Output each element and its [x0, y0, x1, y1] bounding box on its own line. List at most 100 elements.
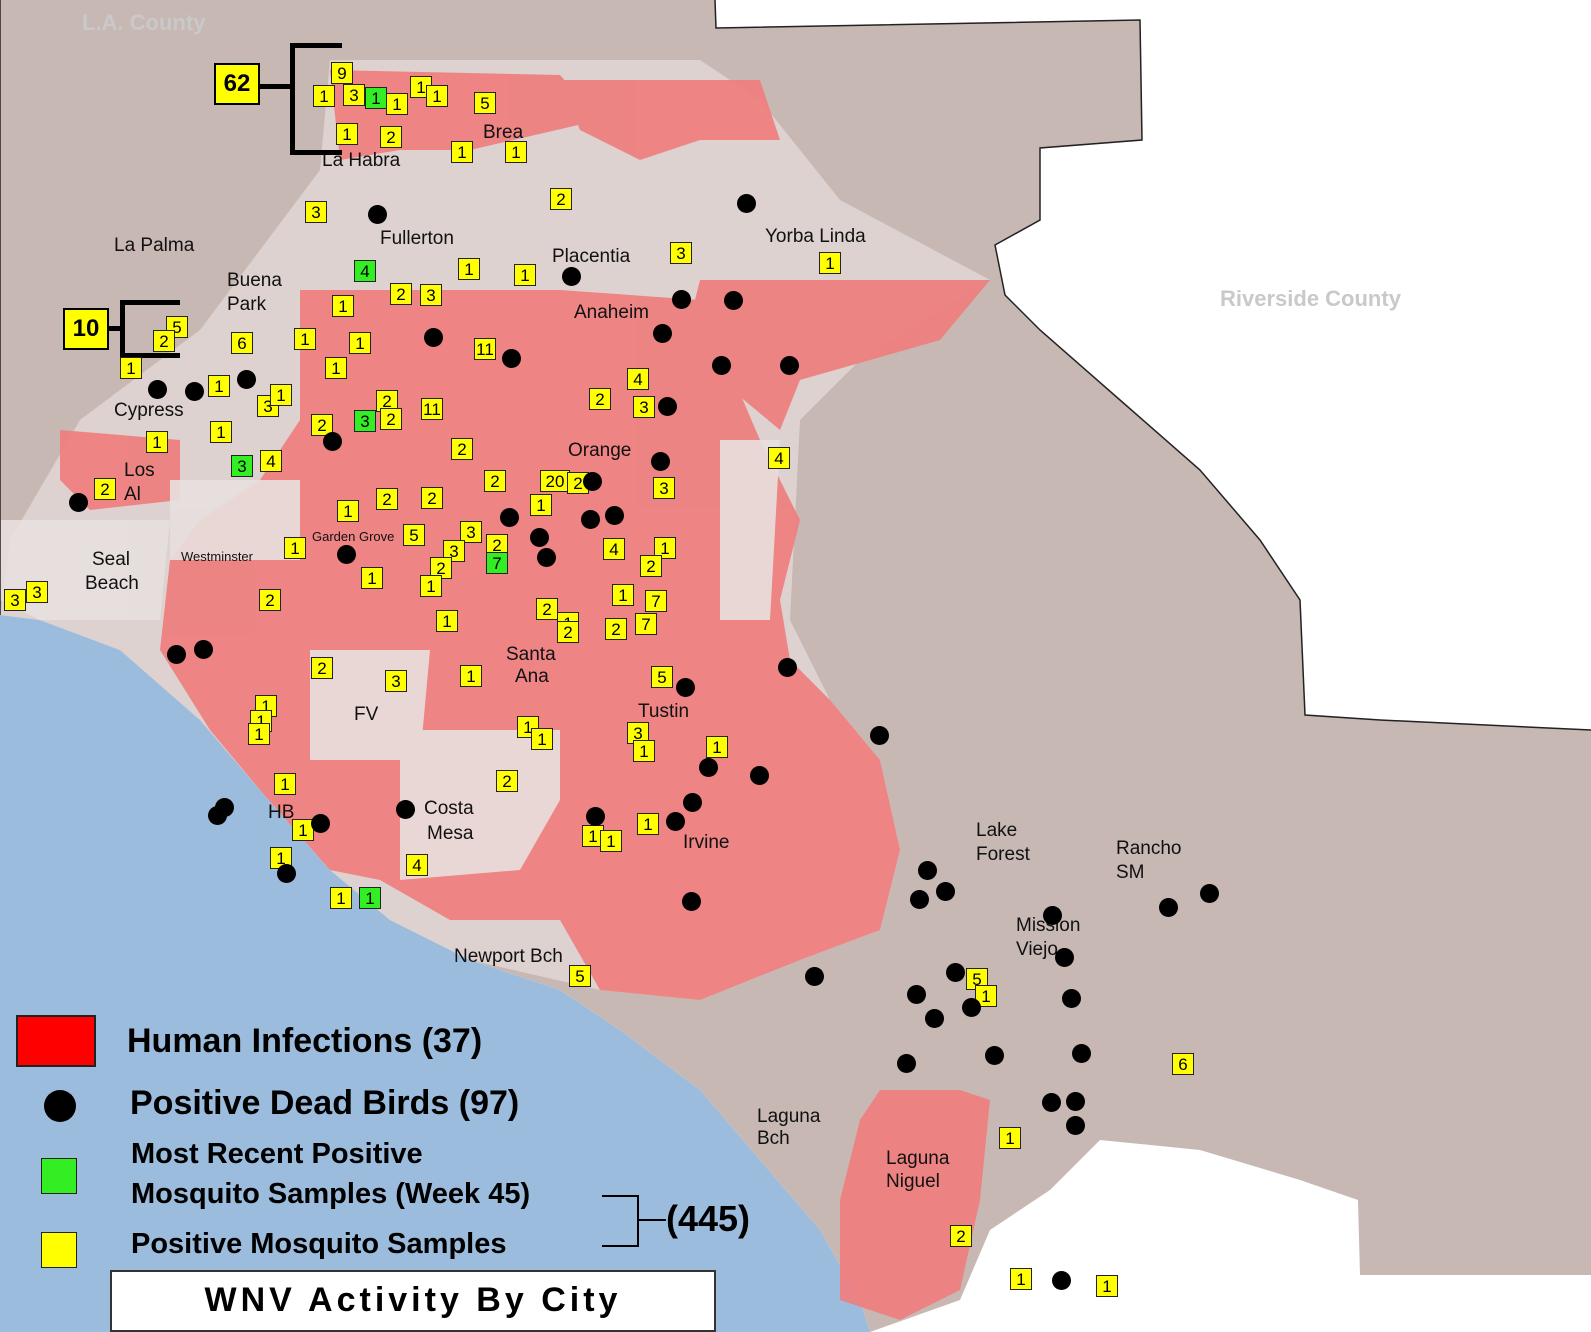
city-label: SM	[1116, 862, 1145, 883]
mosquito-sample: 3	[443, 540, 465, 562]
dead-bird-marker	[530, 528, 549, 547]
dead-bird-marker	[368, 205, 387, 224]
dead-bird-marker	[651, 452, 670, 471]
dead-bird-marker	[805, 967, 824, 986]
legend-positive-swatch	[41, 1232, 77, 1268]
dead-bird-marker	[780, 356, 799, 375]
mosquito-sample: 1	[120, 357, 142, 379]
mosquito-sample: 1	[633, 740, 655, 762]
north-cluster-tick	[260, 84, 292, 89]
mosquito-sample: 2	[550, 188, 572, 210]
city-label: Santa	[506, 644, 556, 665]
city-label: Park	[227, 294, 267, 315]
dead-bird-marker	[1042, 1093, 1061, 1112]
mosquito-sample: 11	[474, 338, 496, 360]
city-label: FV	[354, 704, 379, 725]
city-label: Anaheim	[574, 302, 649, 323]
mosquito-sample: 1	[313, 85, 335, 107]
mosquito-sample: 1	[531, 728, 553, 750]
dead-bird-marker	[1055, 948, 1074, 967]
mosquito-sample: 1	[706, 736, 728, 758]
dead-bird-marker	[311, 814, 330, 833]
city-label: La Habra	[322, 150, 401, 171]
mosquito-sample: 1	[612, 584, 634, 606]
mosquito-sample: 1	[292, 819, 314, 841]
mosquito-sample: 2	[380, 408, 402, 430]
mosquito-sample: 2	[950, 1225, 972, 1247]
city-label: Costa	[424, 798, 474, 819]
mosquito-sample: 1	[460, 665, 482, 687]
mosquito-sample: 1	[210, 421, 232, 443]
mosquito-sample: 1	[294, 328, 316, 350]
mosquito-sample: 5	[474, 92, 496, 114]
legend-recent-line1: Most Recent Positive	[131, 1138, 423, 1170]
dead-bird-marker	[185, 382, 204, 401]
dead-bird-marker	[1066, 1116, 1085, 1135]
city-label: Yorba Linda	[765, 226, 866, 247]
dead-bird-marker	[658, 397, 677, 416]
dead-bird-marker	[194, 640, 213, 659]
mosquito-sample: 1	[284, 537, 306, 559]
dead-bird-marker	[537, 548, 556, 567]
recent-mosquito-sample: 1	[365, 87, 387, 109]
mosquito-sample: 5	[403, 524, 425, 546]
dead-bird-marker	[562, 267, 581, 286]
dead-bird-marker	[69, 493, 88, 512]
city-label: Mission	[1016, 915, 1081, 936]
mosquito-sample: 1	[451, 141, 473, 163]
mosquito-sample: 1	[332, 295, 354, 317]
dead-bird-marker	[936, 882, 955, 901]
dead-bird-marker	[897, 1054, 916, 1073]
city-label: HB	[268, 802, 295, 823]
dead-bird-marker	[672, 290, 691, 309]
dead-bird-marker	[750, 766, 769, 785]
mosquito-sample: 2	[376, 390, 398, 412]
legend-total-bracket	[602, 1195, 666, 1247]
city-label: La Palma	[114, 235, 195, 256]
mosquito-sample: 1	[654, 537, 676, 559]
dead-bird-marker	[910, 890, 929, 909]
dead-bird-marker	[778, 658, 797, 677]
mosquito-sample: 1	[146, 431, 168, 453]
dead-bird-marker	[1062, 989, 1081, 1008]
dead-bird-marker	[586, 807, 605, 826]
mosquito-sample: 2	[640, 555, 662, 577]
mosquito-sample: 2	[311, 657, 333, 679]
city-label: Seal	[92, 549, 131, 570]
city-label: Irvine	[683, 832, 730, 853]
dead-bird-marker	[424, 328, 443, 347]
mosquito-sample: 1	[600, 830, 622, 852]
dead-bird-marker	[502, 349, 521, 368]
dead-bird-marker	[1066, 1092, 1085, 1111]
dead-bird-marker	[237, 370, 256, 389]
mosquito-sample: 2	[390, 283, 412, 305]
legend-birds-label: Positive Dead Birds (97)	[130, 1084, 520, 1122]
city-label: Mesa	[427, 823, 474, 844]
dead-bird-marker	[985, 1046, 1004, 1065]
mosquito-sample: 1	[361, 567, 383, 589]
map-title: WNV Activity By City	[204, 1281, 622, 1319]
mosquito-sample: 1	[999, 1127, 1021, 1149]
mosquito-sample: 2	[311, 414, 333, 436]
mosquito-sample: 1	[337, 500, 359, 522]
mosquito-sample: 1	[637, 813, 659, 835]
mosquito-sample: 1	[1096, 1275, 1118, 1297]
city-label: Ana	[515, 666, 549, 687]
city-label: Forest	[976, 844, 1030, 865]
mosquito-sample: 2	[376, 488, 398, 510]
mosquito-sample: 2	[153, 330, 175, 352]
legend-recent-line2: Mosquito Samples (Week 45)	[131, 1178, 531, 1210]
mosquito-sample: 1	[514, 264, 536, 286]
mosquito-sample: 3	[305, 201, 327, 223]
mosquito-sample: 3	[627, 722, 649, 744]
mosquito-sample: 4	[406, 854, 428, 876]
dead-bird-marker	[676, 678, 695, 697]
dead-bird-marker	[323, 432, 342, 451]
mosquito-sample: 3	[653, 477, 675, 499]
dead-bird-marker	[907, 985, 926, 1004]
recent-mosquito-sample: 3	[231, 455, 253, 477]
mosquito-sample: 1	[505, 141, 527, 163]
mosquito-sample: 3	[26, 581, 48, 603]
mosquito-sample: 3	[633, 396, 655, 418]
city-label: Brea	[483, 122, 524, 143]
